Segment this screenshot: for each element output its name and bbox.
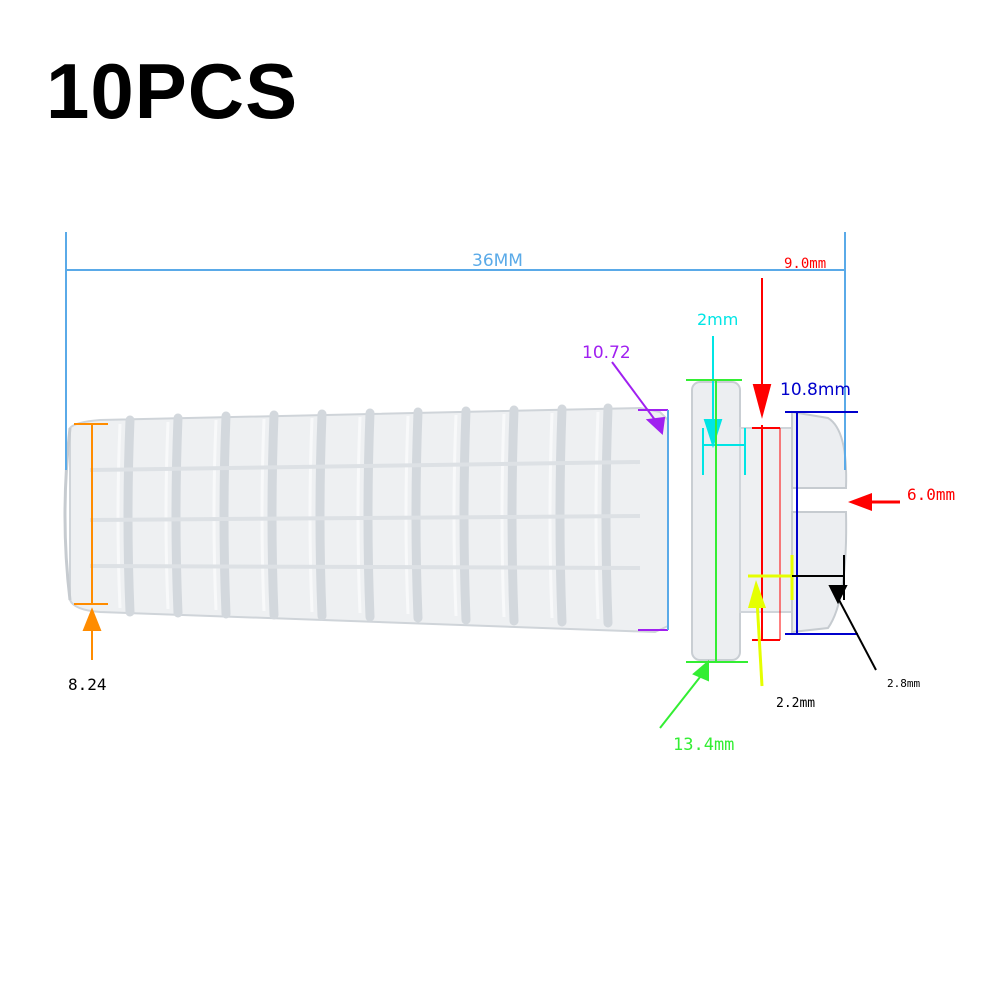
dim-head-diameter [785,411,858,635]
dim-head-length [792,555,877,671]
dim-neck-length [748,555,794,687]
label-slot-width: 6.0mm [907,485,955,504]
slotted-head [791,410,848,489]
dim-flange-diameter [659,379,748,729]
label-flange-thickness: 2mm [697,310,738,329]
tail-end [63,427,72,601]
label-flange-diameter: 13.4mm [673,735,734,755]
label-neck-length: 2.2mm [776,696,815,711]
body-slots [89,460,641,570]
label-head-to-flange: 9.0mm [784,256,826,272]
dim-body-diameter [611,361,668,631]
label-head-diameter: 10.8mm [780,380,851,400]
label-head-length: 2.8mm [887,677,920,690]
label-tail-diameter: 8.24 [68,675,107,694]
label-body-diameter: 10.72 [582,343,631,363]
dim-slot-width [848,493,900,511]
slotted-head-lower [791,511,848,634]
dim-head-to-flange [752,278,781,641]
label-overall-length: 36MM [472,251,523,271]
neck [739,427,793,613]
product-quantity-title: 10PCS [46,47,299,135]
dim-overall-length [65,232,846,470]
plastic-grommet-part [63,381,848,661]
dim-tail-diameter [74,423,108,660]
